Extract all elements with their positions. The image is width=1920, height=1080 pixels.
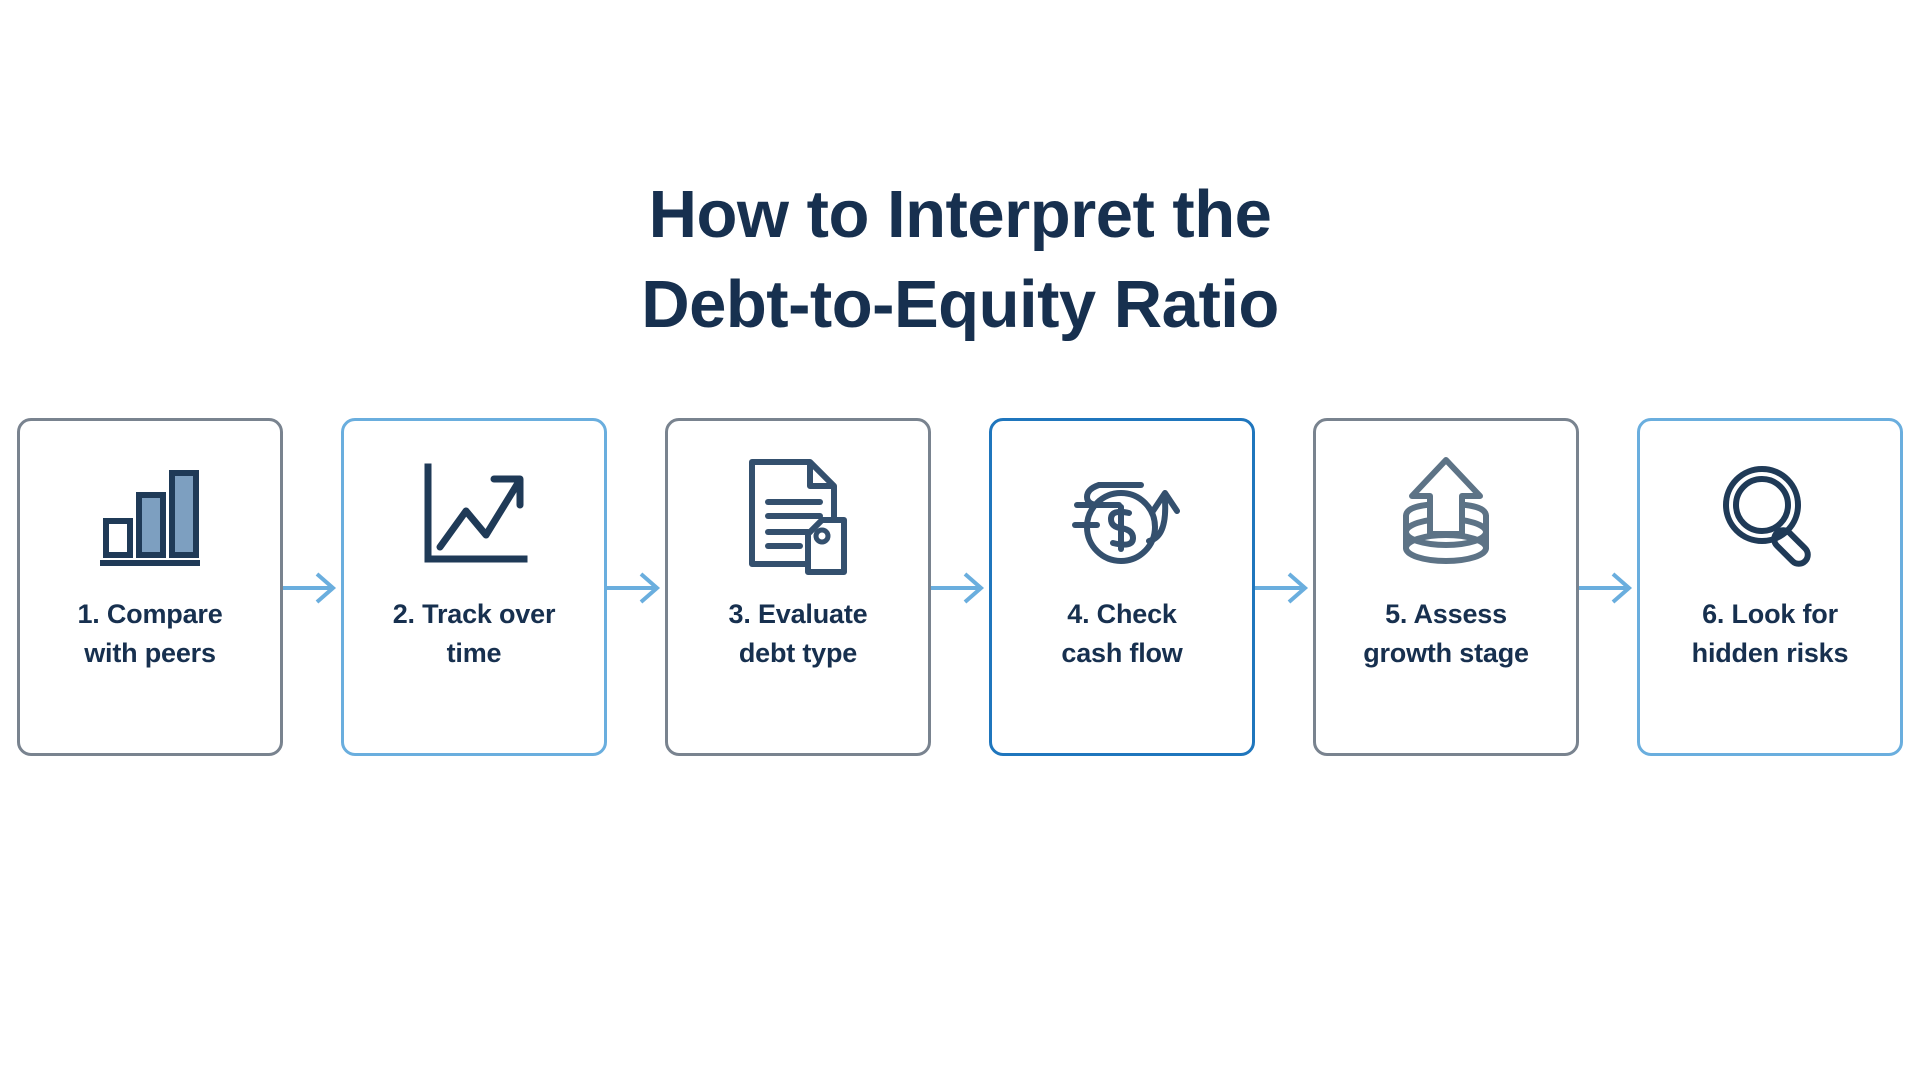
magnifier-icon <box>1710 421 1830 591</box>
coin-stack-arrow-icon <box>1386 421 1506 591</box>
step-card-6-label-line1: 6. Look for <box>1702 599 1838 629</box>
step-card-1-label-line2: with peers <box>84 638 216 668</box>
step-card-5-label-line2: growth stage <box>1363 638 1529 668</box>
connector-2 <box>607 418 665 758</box>
step-card-1-label-line1: 1. Compare <box>77 599 223 629</box>
document-tag-icon <box>738 421 858 591</box>
connector-4 <box>1255 418 1313 758</box>
title-line-2: Debt-to-Equity Ratio <box>641 267 1279 342</box>
step-card-3[interactable]: 3. Evaluate debt type <box>665 418 931 756</box>
step-card-4-label-line2: cash flow <box>1061 638 1183 668</box>
arrow-right-icon <box>931 572 985 604</box>
arrow-right-icon <box>283 572 337 604</box>
step-card-2-label-line1: 2. Track over <box>392 599 556 629</box>
step-card-3-label-line2: debt type <box>738 638 858 668</box>
step-card-5[interactable]: 5. Assess growth stage <box>1313 418 1579 756</box>
step-card-6-label: 6. Look for hidden risks <box>1674 595 1867 673</box>
connector-3 <box>931 418 989 758</box>
step-card-5-label-line1: 5. Assess <box>1385 599 1507 629</box>
step-card-6-label-line2: hidden risks <box>1691 638 1849 668</box>
connector-1 <box>283 418 341 758</box>
title-line-1: How to Interpret the <box>648 177 1272 252</box>
step-card-1[interactable]: 1. Compare with peers <box>17 418 283 756</box>
step-card-3-label: 3. Evaluate debt type <box>711 595 886 673</box>
page-title: How to Interpret the Debt-to-Equity Rati… <box>0 170 1920 350</box>
step-card-4[interactable]: 4. Check cash flow <box>989 418 1255 756</box>
step-card-4-label-line1: 4. Check <box>1067 599 1177 629</box>
cash-flow-icon <box>1057 421 1187 591</box>
connector-5 <box>1579 418 1637 758</box>
arrow-right-icon <box>1579 572 1633 604</box>
step-card-3-label-line1: 3. Evaluate <box>728 599 868 629</box>
step-card-6[interactable]: 6. Look for hidden risks <box>1637 418 1903 756</box>
bar-chart-icon <box>90 421 210 591</box>
process-flow: 1. Compare with peers 2. Track over ti <box>17 418 1907 758</box>
step-card-2-label: 2. Track over time <box>375 595 574 673</box>
arrow-right-icon <box>607 572 661 604</box>
arrow-right-icon <box>1255 572 1309 604</box>
step-card-1-label: 1. Compare with peers <box>59 595 240 673</box>
step-card-2-label-line2: time <box>446 638 502 668</box>
step-card-4-label: 4. Check cash flow <box>1043 595 1200 673</box>
step-card-2[interactable]: 2. Track over time <box>341 418 607 756</box>
step-card-5-label: 5. Assess growth stage <box>1345 595 1547 673</box>
line-chart-up-icon <box>414 421 534 591</box>
